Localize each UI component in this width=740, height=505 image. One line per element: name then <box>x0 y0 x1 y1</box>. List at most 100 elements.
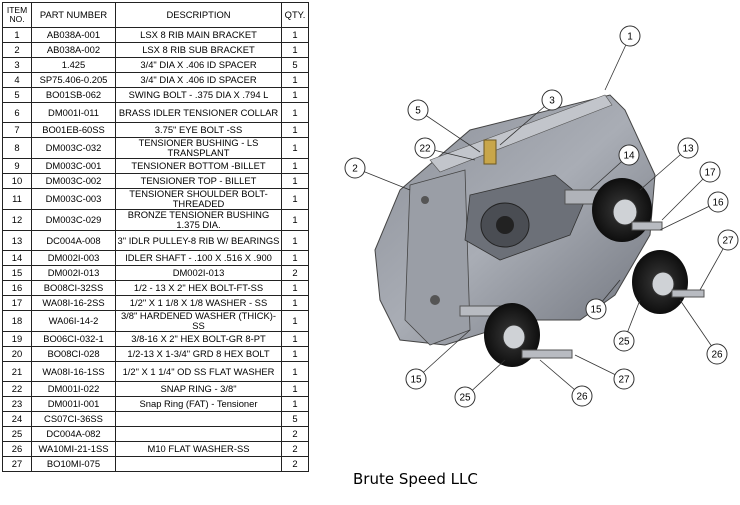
callout-balloon: 22 <box>414 137 476 161</box>
cell-item: 3 <box>2 57 32 73</box>
cell-qty: 1 <box>281 396 309 412</box>
callout-leader-line <box>659 201 719 231</box>
cell-desc: 3.75" EYE BOLT -SS <box>115 122 282 138</box>
cell-qty: 1 <box>281 27 309 43</box>
callout-balloon: 5 <box>407 99 481 153</box>
cell-qty: 2 <box>281 456 309 472</box>
cell-item: 5 <box>2 87 32 103</box>
cell-item: 20 <box>2 346 32 362</box>
cell-desc: TENSIONER BUSHING - LS TRANSPLANT <box>115 137 282 159</box>
callout-circle <box>407 99 429 121</box>
callout-balloon: 26 <box>539 359 593 407</box>
callout-balloon: 16 <box>659 191 729 231</box>
tensioner-arm <box>464 139 586 261</box>
callout-number: 26 <box>576 392 588 403</box>
cell-item: 9 <box>2 158 32 174</box>
callout-circle <box>707 191 729 213</box>
cell-item: 24 <box>2 411 32 427</box>
cell-item: 21 <box>2 361 32 382</box>
cell-part: BO01SB-062 <box>31 87 116 103</box>
callout-circle <box>717 229 739 251</box>
cell-qty: 1 <box>281 230 309 251</box>
cell-item: 10 <box>2 173 32 189</box>
cell-part: WA08I-16-1SS <box>31 361 116 382</box>
cell-qty: 1 <box>281 331 309 347</box>
callout-leader-line <box>679 299 718 355</box>
cell-desc: 1/2 - 13 X 2" HEX BOLT-FT-SS <box>115 280 282 296</box>
cell-part: DC004A-008 <box>31 230 116 251</box>
cell-item: 25 <box>2 426 32 442</box>
callout-balloon: 17 <box>661 161 721 221</box>
cell-qty: 1 <box>281 188 309 210</box>
callout-number: 16 <box>712 198 724 209</box>
callout-number: 15 <box>410 375 422 386</box>
callout-circle <box>613 330 635 352</box>
callout-number: 27 <box>722 236 734 247</box>
cell-qty: 1 <box>281 295 309 311</box>
cell-desc: IDLER SHAFT - .100 X .516 X .900 <box>115 250 282 266</box>
cell-part: DM003C-032 <box>31 137 116 159</box>
callout-circle <box>677 137 699 159</box>
cell-item: 7 <box>2 122 32 138</box>
cell-desc: BRONZE TENSIONER BUSHING 1.375 DIA. <box>115 209 282 231</box>
callout-circle <box>618 144 640 166</box>
cell-desc <box>115 456 282 472</box>
cell-desc: BRASS IDLER TENSIONER COLLAR <box>115 102 282 123</box>
cell-desc: LSX 8 RIB SUB BRACKET <box>115 42 282 58</box>
cell-desc: LSX 8 RIB MAIN BRACKET <box>115 27 282 43</box>
cell-desc: 3/8" HARDENED WASHER (THICK)-SS <box>115 310 282 332</box>
cell-item: 4 <box>2 72 32 88</box>
cell-part: DM003C-003 <box>31 188 116 210</box>
callout-number: 22 <box>419 144 431 155</box>
callout-leader-line <box>415 329 471 380</box>
callout-balloon: 25 <box>613 299 641 352</box>
cell-part: DC004A-082 <box>31 426 116 442</box>
callout-circle <box>613 368 635 390</box>
cell-qty: 1 <box>281 42 309 58</box>
callout-balloon: 13 <box>639 137 699 191</box>
cell-qty: 1 <box>281 122 309 138</box>
callout-balloon: 3 <box>499 89 563 146</box>
cell-item: 1 <box>2 27 32 43</box>
cell-desc: 1/2-13 X 1-3/4" GRD 8 HEX BOLT <box>115 346 282 362</box>
cell-desc: TENSIONER TOP - BILLET <box>115 173 282 189</box>
callout-number: 1 <box>627 32 633 43</box>
cell-item: 14 <box>2 250 32 266</box>
callout-number: 5 <box>415 106 421 117</box>
cell-part: BO01EB-60SS <box>31 122 116 138</box>
callout-circle <box>405 368 427 390</box>
cell-item: 12 <box>2 209 32 231</box>
cell-item: 6 <box>2 102 32 123</box>
callout-number: 15 <box>590 305 602 316</box>
cell-desc: DM002I-013 <box>115 265 282 281</box>
cell-item: 22 <box>2 381 32 397</box>
cell-desc <box>115 426 282 442</box>
cell-qty: 1 <box>281 72 309 88</box>
cell-desc: TENSIONER BOTTOM -BILLET <box>115 158 282 174</box>
cell-part: 1.425 <box>31 57 116 73</box>
callout-circle <box>585 298 607 320</box>
cell-qty: 2 <box>281 265 309 281</box>
callout-leader-line <box>499 99 553 146</box>
cell-part: DM001I-001 <box>31 396 116 412</box>
